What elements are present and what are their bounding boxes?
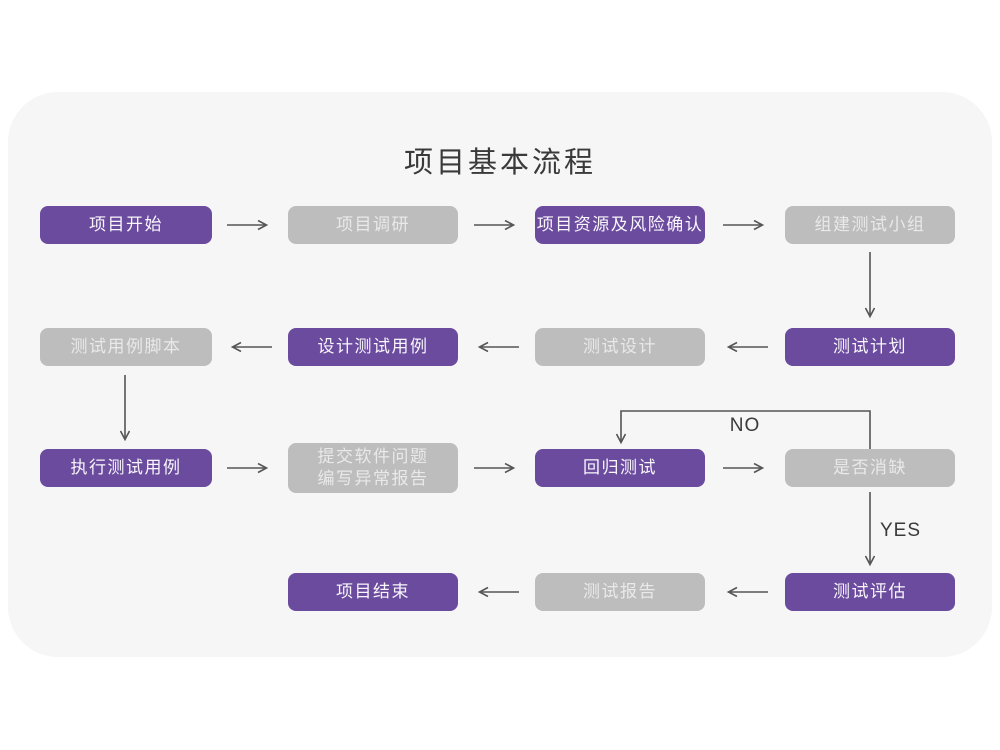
page-title: 项目基本流程 bbox=[403, 147, 596, 179]
flow-node-design-test-cases: 设计测试用例 bbox=[288, 328, 458, 366]
flow-node-resource-risk: 项目资源及风险确认 bbox=[535, 206, 705, 244]
flow-node-project-start: 项目开始 bbox=[40, 206, 212, 244]
flow-node-submit-issue-line2: 编写异常报告 bbox=[317, 469, 429, 488]
edge-label-no: NO bbox=[729, 415, 761, 436]
background-panel bbox=[8, 92, 992, 657]
edge-label-yes: YES bbox=[880, 520, 922, 541]
flow-node-execute-test-cases: 执行测试用例 bbox=[40, 449, 212, 487]
flow-node-regression-test: 回归测试 bbox=[535, 449, 705, 487]
flow-node-defect-cleared: 是否消缺 bbox=[785, 449, 955, 487]
flow-node-test-case-script: 测试用例脚本 bbox=[40, 328, 212, 366]
flow-node-test-design: 测试设计 bbox=[535, 328, 705, 366]
flow-node-test-report: 测试报告 bbox=[535, 573, 705, 611]
flow-node-submit-issue-line1: 提交软件问题 bbox=[317, 447, 429, 466]
flow-node-test-evaluation: 测试评估 bbox=[785, 573, 955, 611]
flow-node-test-plan: 测试计划 bbox=[785, 328, 955, 366]
flow-node-build-test-team: 组建测试小组 bbox=[785, 206, 955, 244]
flow-node-project-research: 项目调研 bbox=[288, 206, 458, 244]
flow-node-project-end: 项目结束 bbox=[288, 573, 458, 611]
flow-node-submit-issue-report: 提交软件问题 编写异常报告 bbox=[288, 443, 458, 493]
